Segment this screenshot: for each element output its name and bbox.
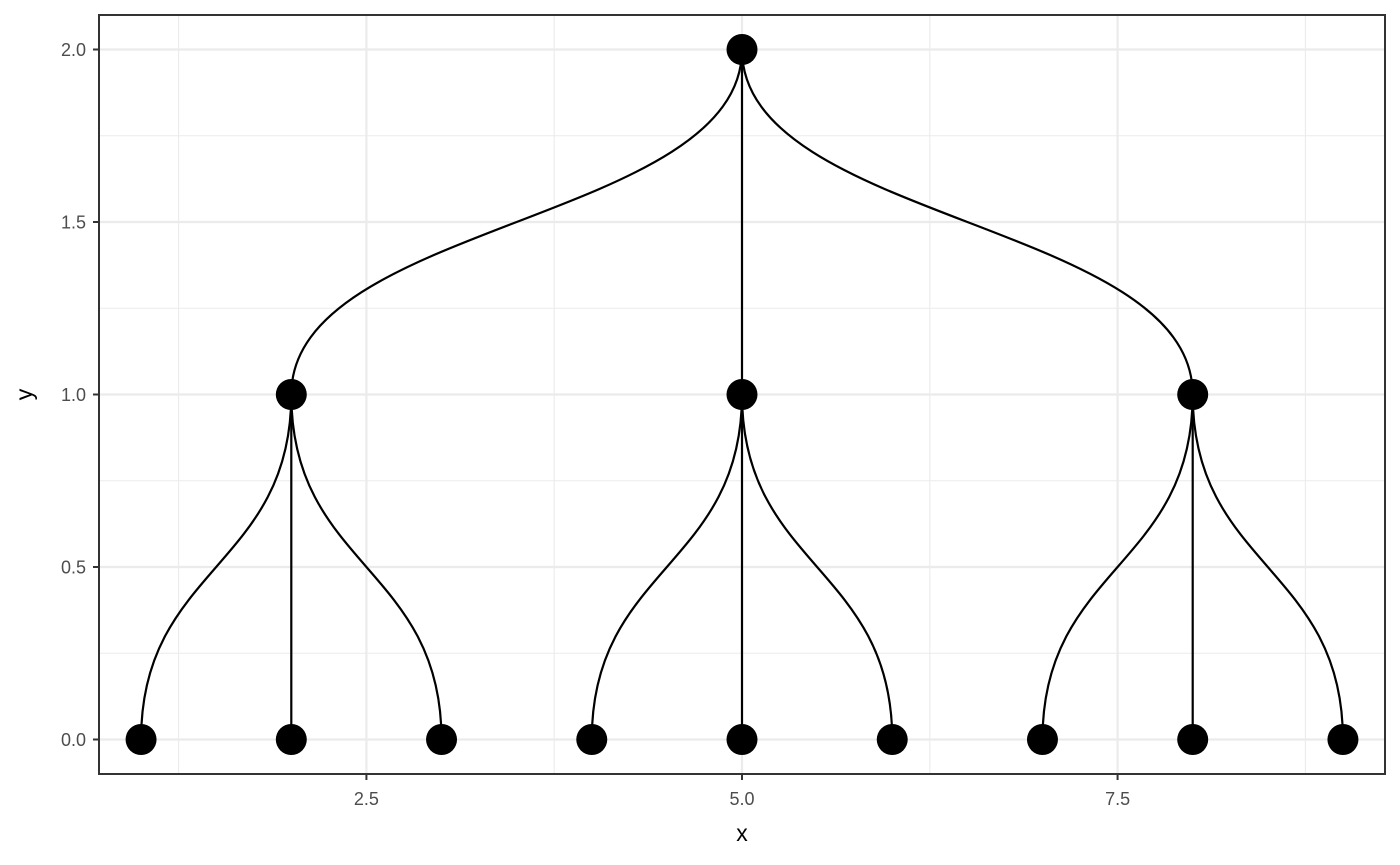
tree-edges [139, 49, 1345, 740]
tree-node-9 [876, 724, 908, 755]
tree-edge-2 [740, 49, 1194, 395]
tree-node-7 [576, 724, 608, 755]
tree-edge-6 [590, 394, 744, 740]
y-tick-label-4: 2.0 [61, 40, 86, 60]
tree-node-3 [1177, 379, 1209, 410]
tree-node-2 [726, 379, 758, 410]
tree-edge-11 [1191, 394, 1345, 740]
y-tick-label-1: 0.5 [61, 558, 86, 578]
x-tick-label-2: 7.5 [1105, 789, 1130, 809]
x-tick-label-0: 2.5 [354, 789, 379, 809]
tree-node-10 [1026, 724, 1058, 755]
tree-edge-9 [1041, 394, 1194, 740]
x-axis-title: x [736, 820, 748, 846]
x-tick-label-1: 5.0 [729, 789, 754, 809]
y-tick-label-2: 1.0 [61, 385, 86, 405]
tree-node-5 [275, 724, 307, 755]
tree-node-4 [125, 724, 157, 755]
tree-node-1 [275, 379, 307, 410]
tree-node-0 [726, 34, 758, 65]
tree-edge-5 [290, 394, 443, 740]
tree-edge-8 [740, 394, 894, 740]
tree-node-8 [726, 724, 758, 755]
x-axis-ticks: 2.5 5.0 7.5 [354, 774, 1130, 809]
tree-edge-3 [139, 394, 293, 740]
tree-node-12 [1327, 724, 1359, 755]
tree-node-6 [426, 724, 458, 755]
y-tick-label-0: 0.0 [61, 730, 86, 750]
tree-nodes [125, 34, 1359, 755]
tree-node-11 [1177, 724, 1209, 755]
tree-edge-0 [290, 49, 744, 395]
y-axis-ticks: 0.0 0.5 1.0 1.5 2.0 [61, 40, 99, 750]
y-tick-label-3: 1.5 [61, 213, 86, 233]
y-axis-title: y [11, 388, 37, 400]
